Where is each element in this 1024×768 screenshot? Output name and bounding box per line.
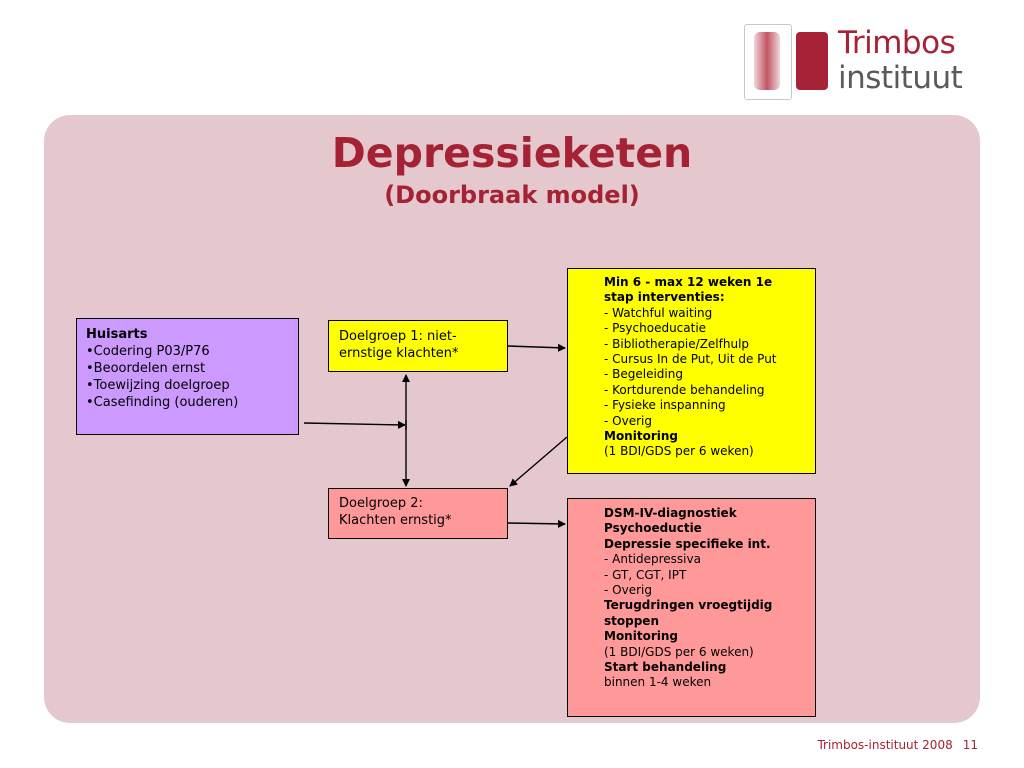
logo-text-trimbos: Trimbos	[838, 25, 956, 61]
huisarts-box: Huisarts •Codering P03/P76 •Beoordelen e…	[76, 318, 299, 435]
dsm-monitoring-text: (1 BDI/GDS per 6 weken)	[604, 644, 754, 659]
dsm-stop-heading: stoppen	[604, 613, 659, 628]
step1-heading: Min 6 - max 12 weken 1e	[604, 275, 773, 289]
arrow-step1-to-dg2	[509, 436, 568, 487]
huisarts-item: •Casefinding (ouderen)	[86, 395, 239, 410]
step1-monitoring-text: (1 BDI/GDS per 6 weken)	[604, 444, 754, 459]
huisarts-item: •Toewijzing doelgroep	[86, 378, 230, 393]
doelgroep-2-text: Doelgroep 2:	[339, 496, 423, 511]
footer-org: Trimbos-instituut 2008	[817, 738, 953, 752]
huisarts-item: •Beoordelen ernst	[86, 361, 206, 376]
step1-item: - Overig	[604, 413, 652, 428]
doelgroep-2-text: Klachten ernstig*	[339, 513, 452, 528]
huisarts-heading: Huisarts	[86, 327, 148, 342]
doelgroep-1-text: Doelgroep 1: niet-	[339, 329, 457, 344]
arrow-dg1-to-step1	[507, 343, 566, 352]
huisarts-item: •Codering P03/P76	[86, 344, 210, 359]
dsm-start-heading: Start behandeling	[604, 660, 727, 675]
arrow-dg2-to-dsm	[507, 519, 566, 528]
step1-item: - Bibliotherapie/Zelfhulp	[604, 336, 750, 351]
dsm-treatment-box: DSM-IV-diagnostiek Psychoeductie Depress…	[567, 498, 816, 717]
doelgroep-1-box: Doelgroep 1: niet- ernstige klachten*	[328, 320, 508, 372]
dsm-heading: Depressie specifieke int.	[604, 536, 771, 551]
step1-monitoring-heading: Monitoring	[604, 429, 678, 444]
dsm-item: - Antidepressiva	[604, 552, 701, 567]
page-number: 11	[962, 738, 978, 752]
step1-item: - Kortdurende behandeling	[604, 382, 765, 397]
slide-footer: Trimbos-instituut 2008 11	[807, 738, 978, 752]
step1-item: - Fysieke inspanning	[604, 398, 726, 413]
logo-text-instituut: instituut	[838, 60, 963, 96]
logo-solid-bar	[796, 32, 828, 90]
step1-item: - Watchful waiting	[604, 305, 713, 320]
dsm-item: - GT, CGT, IPT	[604, 567, 687, 582]
step1-item: - Cursus In de Put, Uit de Put	[604, 352, 777, 367]
dsm-monitoring-heading: Monitoring	[604, 629, 678, 644]
arrow-huisarts-to-center	[303, 420, 406, 429]
doelgroep-1-text: ernstige klachten*	[339, 346, 459, 361]
doelgroep-2-box: Doelgroep 2: Klachten ernstig*	[328, 488, 508, 539]
step1-heading: stap interventies:	[604, 290, 725, 305]
dsm-item: - Overig	[604, 583, 652, 598]
dsm-stop-heading: Terugdringen vroegtijdig	[604, 598, 773, 613]
slide-subtitle: (Doorbraak model)	[384, 181, 640, 209]
step1-item: - Begeleiding	[604, 367, 683, 382]
dsm-heading: DSM-IV-diagnostiek	[604, 506, 737, 520]
trimbos-logo: Trimbos instituut	[744, 22, 980, 100]
slide-title: Depressieketen	[331, 129, 693, 177]
dsm-start-text: binnen 1-4 weken	[604, 675, 712, 690]
dsm-heading: Psychoeductie	[604, 521, 702, 536]
step1-interventions-box: Min 6 - max 12 weken 1e stap interventie…	[567, 268, 816, 474]
step1-item: - Psychoeducatie	[604, 321, 707, 336]
logo-gradient-bar	[754, 32, 780, 90]
